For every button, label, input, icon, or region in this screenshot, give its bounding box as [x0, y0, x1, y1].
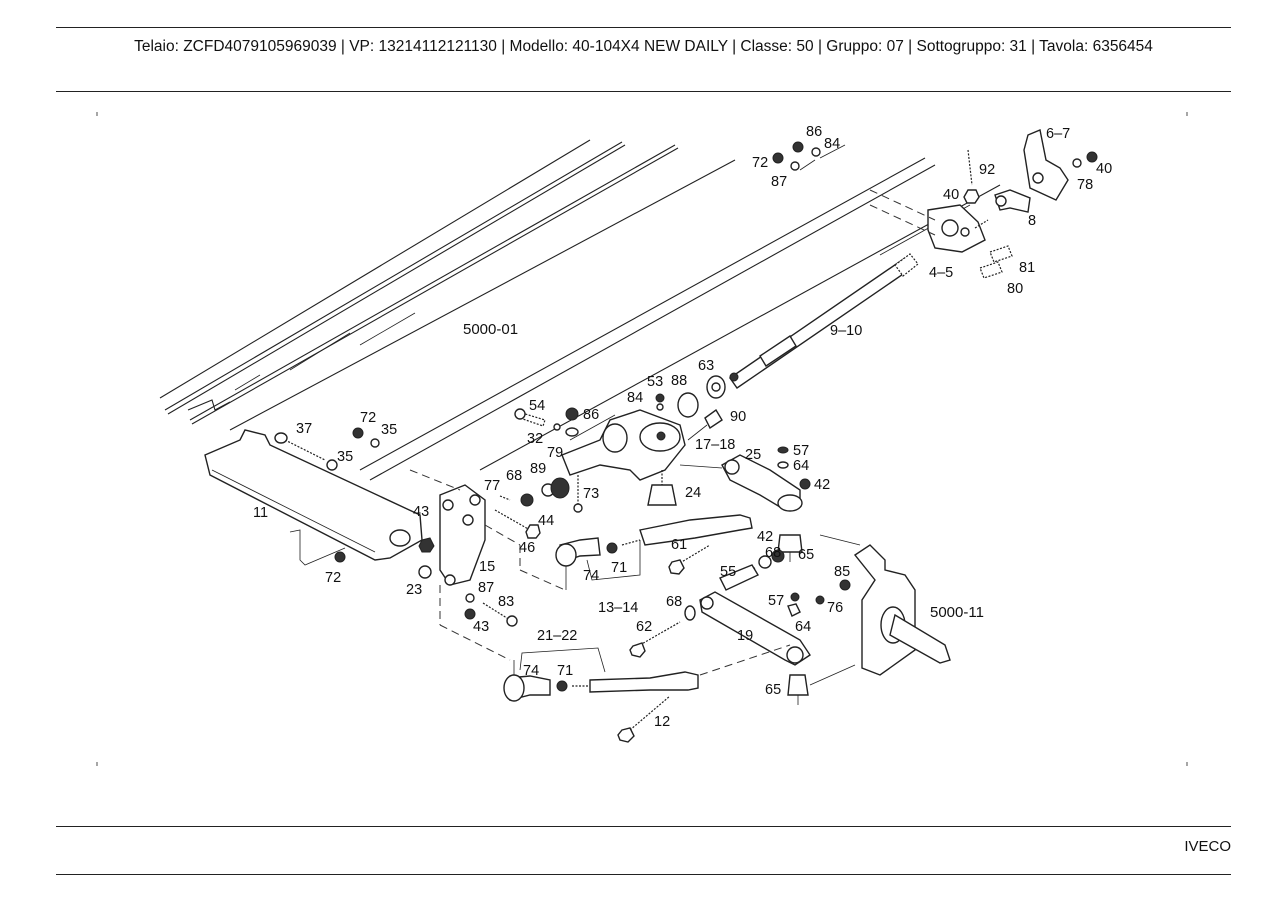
callout-87: 87 [771, 174, 787, 190]
callout-83: 83 [498, 594, 514, 610]
part-drag-link [555, 514, 753, 590]
callout-8: 8 [1028, 213, 1036, 229]
callout-88: 88 [671, 373, 687, 389]
part-arm-19 [629, 591, 856, 705]
small-hardware-top [772, 141, 1098, 279]
callout-86: 86 [806, 124, 822, 140]
callout-77: 77 [484, 478, 500, 494]
callout-84: 84 [824, 136, 840, 152]
callout-9-10: 9–10 [830, 323, 862, 339]
callout-43: 43 [413, 504, 429, 520]
callout-54: 54 [529, 398, 545, 414]
callout-57: 57 [768, 593, 784, 609]
callout-71: 71 [611, 560, 627, 576]
callout-19: 19 [737, 628, 753, 644]
callout-64: 64 [793, 458, 809, 474]
callout-89: 89 [530, 461, 546, 477]
arm-11-hardware [274, 427, 435, 579]
footer-bottom-rule [56, 874, 1231, 875]
brand-label: IVECO [1184, 838, 1231, 855]
callout-35: 35 [337, 449, 353, 465]
callout-13-14: 13–14 [598, 600, 638, 616]
callout-72: 72 [325, 570, 341, 586]
callout-labels: 72 86 84 87 92 40 6–7 40 78 8 4–5 81 80 … [253, 124, 1112, 730]
chassis-frame-rails [159, 139, 1001, 481]
callout-42: 42 [814, 477, 830, 493]
callout-65: 65 [798, 547, 814, 563]
callout-25: 25 [745, 447, 761, 463]
crop-marks [96, 112, 1188, 766]
callout-6-7: 6–7 [1046, 126, 1070, 142]
callout-53: 53 [647, 374, 663, 390]
callout-43: 43 [473, 619, 489, 635]
callout-4-5: 4–5 [929, 265, 953, 281]
part-plate-6-7 [1023, 129, 1069, 201]
part-tie-rod [503, 644, 791, 743]
callout-87: 87 [478, 580, 494, 596]
callout-23: 23 [406, 582, 422, 598]
callout-65: 65 [765, 682, 781, 698]
part-clamp-8 [994, 189, 1031, 213]
callout-42: 42 [757, 529, 773, 545]
callout-11: 11 [253, 505, 268, 521]
callout-63: 63 [698, 358, 714, 374]
callout-68: 68 [765, 545, 781, 561]
callout-78: 78 [1077, 177, 1093, 193]
callout-64: 64 [795, 619, 811, 635]
callout-61: 61 [671, 537, 687, 553]
part-bump-stop [647, 470, 677, 506]
callout-24: 24 [685, 485, 701, 501]
callout-76: 76 [827, 600, 843, 616]
callout-92: 92 [979, 162, 995, 178]
part-steering-knuckle [839, 544, 951, 676]
callout-40: 40 [943, 187, 959, 203]
callout-68: 68 [506, 468, 522, 484]
callout-55: 55 [720, 564, 736, 580]
footer-top-rule [56, 826, 1231, 827]
part-bracket-15 [439, 484, 486, 586]
callout-74: 74 [583, 568, 599, 584]
callout-62: 62 [636, 619, 652, 635]
header-bottom-rule [56, 91, 1231, 92]
callout-85: 85 [834, 564, 850, 580]
callout-90: 90 [730, 409, 746, 425]
callout-86: 86 [583, 407, 599, 423]
callout-72: 72 [752, 155, 768, 171]
part-bracket-4-5 [927, 204, 989, 253]
callout-40: 40 [1096, 161, 1112, 177]
callout-73: 73 [583, 486, 599, 502]
callout-17-18: 17–18 [695, 437, 735, 453]
callout-21-22: 21–22 [537, 628, 577, 644]
vehicle-info-header: Telaio: ZCFD4079105969039 | VP: 13214112… [134, 38, 1153, 55]
callout-15: 15 [479, 559, 495, 575]
callout-57: 57 [793, 443, 809, 459]
callout-80: 80 [1007, 281, 1023, 297]
callout-68: 68 [666, 594, 682, 610]
callout-44: 44 [538, 513, 554, 529]
callout-71: 71 [557, 663, 573, 679]
shaft-hardware [514, 375, 726, 437]
part-steering-shaft [729, 253, 919, 389]
callout-84: 84 [627, 390, 643, 406]
part-steering-box [561, 408, 723, 481]
reference-frame-label: 5000-01 [463, 321, 518, 338]
part-pitman-arm [679, 446, 811, 512]
reference-knuckle-label: 5000-11 [930, 604, 984, 621]
callout-12: 12 [654, 714, 670, 730]
part-arm-11 [204, 429, 423, 566]
callout-72: 72 [360, 410, 376, 426]
callout-81: 81 [1019, 260, 1035, 276]
bracket-15-hardware [409, 469, 583, 661]
callout-79: 79 [547, 445, 563, 461]
callout-37: 37 [296, 421, 312, 437]
callout-35: 35 [381, 422, 397, 438]
header-top-rule [56, 27, 1231, 28]
tie-rod-hardware [668, 534, 861, 591]
callout-74: 74 [523, 663, 539, 679]
callout-46: 46 [519, 540, 535, 556]
callout-32: 32 [527, 431, 543, 447]
